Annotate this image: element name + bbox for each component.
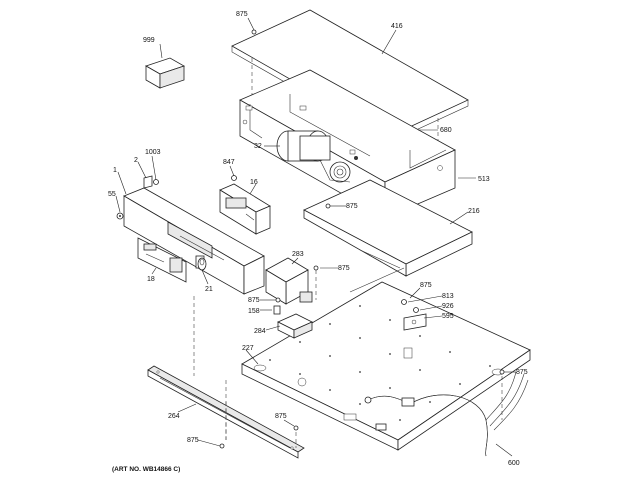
part-600-wire-harness: [364, 371, 529, 457]
part-813-screw: [401, 299, 407, 305]
screw-875-set: [219, 29, 505, 449]
callout-227: 227: [242, 345, 254, 352]
callout-875-top: 875: [236, 11, 248, 18]
callout-1: 1: [113, 167, 117, 174]
callout-875-mid: 875: [346, 203, 358, 210]
callout-2: 2: [134, 157, 138, 164]
leader-lines: [115, 17, 516, 457]
callout-513: 513: [478, 176, 490, 183]
callout-264: 264: [168, 413, 180, 420]
callout-416: 416: [391, 23, 403, 30]
part-1003-screw: [153, 179, 159, 185]
part-284-block: [277, 313, 313, 339]
callout-680: 680: [440, 127, 452, 134]
callout-55: 55: [108, 191, 116, 198]
callout-875-right: 875: [516, 369, 528, 376]
callout-283: 283: [292, 251, 304, 258]
callout-875-283: 875: [338, 265, 350, 272]
part-847-screw: [231, 175, 237, 181]
callout-875-813: 875: [420, 282, 432, 289]
callout-16: 16: [250, 179, 258, 186]
part-2-bracket: [143, 175, 153, 189]
callout-875-bottom: 875: [187, 437, 199, 444]
part-55-clip: [116, 212, 124, 220]
part-158-fuse: [273, 305, 281, 315]
part-216-duct-panel: [303, 179, 473, 293]
part-18-keypad: [137, 237, 187, 283]
part-227-bottom-plate: [241, 281, 531, 451]
part-21-knob: [197, 257, 207, 271]
part-595-clamp: [403, 313, 427, 331]
callout-21: 21: [205, 286, 213, 293]
callout-158: 158: [248, 308, 260, 315]
part-32-blower-motor: [276, 130, 358, 183]
part-926-washer: [413, 307, 419, 313]
callout-labels: 875 416 999 680 1003 2 1 847 32 513 55 1…: [108, 11, 528, 467]
callout-600: 600: [508, 460, 520, 467]
callout-926: 926: [442, 303, 454, 310]
callout-32: 32: [254, 143, 262, 150]
callout-813: 813: [442, 293, 454, 300]
callout-875-158: 875: [248, 297, 260, 304]
part-16-control-board: [219, 183, 271, 235]
callout-284: 284: [254, 328, 266, 335]
alignment-lines: [193, 270, 503, 448]
callout-1003: 1003: [145, 149, 161, 156]
callout-999: 999: [143, 37, 155, 44]
callout-216: 216: [468, 208, 480, 215]
callout-595: 595: [442, 313, 454, 320]
part-283-bracket: [265, 257, 313, 305]
callout-847: 847: [223, 159, 235, 166]
callout-18: 18: [147, 276, 155, 283]
art-number: (ART NO. WB14866 C): [112, 466, 180, 473]
part-999-box: [145, 57, 185, 89]
callout-875-lower: 875: [275, 413, 287, 420]
